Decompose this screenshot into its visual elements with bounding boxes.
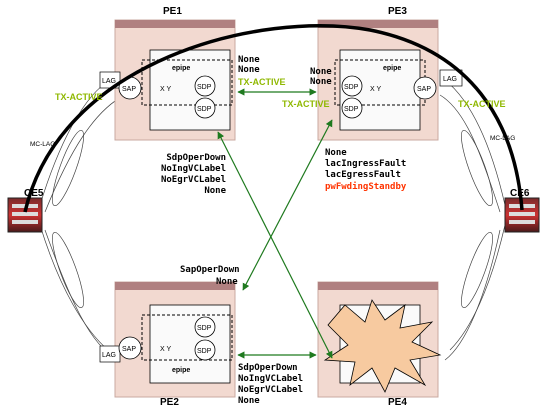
- ce5-title: CE5: [24, 188, 44, 199]
- pe1-bottom-status-2: NoIngVCLabel: [161, 164, 226, 174]
- pe4-title: PE4: [388, 397, 407, 408]
- pe3-sap-label: SAP: [417, 86, 431, 93]
- pe3-bottom-status-standby: pwFwdingStandby: [325, 181, 407, 192]
- mc-lag-right-label: MC-LAG: [490, 135, 515, 142]
- pe1-top-status-2: None: [238, 65, 260, 75]
- tx-active-pe1-left: TX-ACTIVE: [55, 92, 103, 102]
- pe3-sdp-b-label: SDP: [344, 106, 359, 113]
- pe1-lag-label: LAG: [102, 78, 116, 85]
- pe2-service-label: epipe: [172, 367, 190, 374]
- pe1-sap-label: SAP: [122, 86, 136, 93]
- tx-active-pe1-pe3-b: TX-ACTIVE: [282, 99, 330, 109]
- pe3-bottom-status-3: lacEgressFault: [325, 170, 401, 180]
- pe1-title: PE1: [163, 6, 182, 17]
- pe2-sdp-b-label: SDP: [197, 348, 212, 355]
- pe2-top-status-2: None: [216, 277, 238, 287]
- pe1-sdp-a-label: SDP: [197, 84, 212, 91]
- pe3-bottom-status-2: lacIngressFault: [325, 159, 406, 169]
- pe3-service-label: epipe: [383, 65, 401, 72]
- pe1-sdp-b-label: SDP: [197, 106, 212, 113]
- pe2-right-status-4: None: [238, 396, 260, 406]
- tx-active-pe3-right: TX-ACTIVE: [458, 99, 506, 109]
- failure-burst-icon: [323, 299, 442, 393]
- pe2-right-status-3: NoEgrVCLabel: [238, 385, 303, 395]
- pe1-chassis: LAG SAP X Y SDP SDP epipe PE1: [99, 6, 236, 141]
- pe1-service-label: epipe: [172, 65, 190, 72]
- pe1-bottom-status-3: NoEgrVCLabel: [161, 175, 226, 185]
- pe3-bottom-status-1: None: [325, 148, 347, 158]
- tx-active-pe1-pe3-a: TX-ACTIVE: [238, 77, 286, 87]
- pe1-top-status-1: None: [238, 55, 260, 65]
- pe2-xy-label: X Y: [160, 346, 171, 353]
- pe3-xy-label: X Y: [370, 86, 381, 93]
- pe4-chassis: PE4: [317, 281, 442, 408]
- pe1-bottom-status-4: None: [204, 186, 226, 196]
- pe2-right-status-1: SdpOperDown: [238, 363, 298, 373]
- pe2-lag-label: LAG: [102, 352, 116, 359]
- pe3-lag-label: LAG: [443, 76, 457, 83]
- pe1-xy-label: X Y: [160, 86, 171, 93]
- pe3-chassis: LAG SAP X Y SDP SDP epipe PE3: [317, 6, 463, 141]
- pe2-sap-label: SAP: [122, 346, 136, 353]
- pe3-top-status-2: None: [310, 77, 332, 87]
- active-path-arc: [23, 24, 524, 213]
- pe2-chassis: LAG SAP X Y SDP SDP epipe PE2: [99, 281, 236, 408]
- mc-lag-left-label: MC-LAG: [30, 141, 55, 148]
- pseudowire-arrows: [217, 88, 333, 359]
- pe2-right-status-2: NoIngVCLabel: [238, 374, 303, 384]
- pe3-top-status-1: None: [310, 67, 332, 77]
- mc-lag-links: [39, 79, 506, 361]
- pe2-top-status-1: SapOperDown: [180, 265, 240, 275]
- pe3-sdp-a-label: SDP: [344, 84, 359, 91]
- pe2-sdp-a-label: SDP: [197, 325, 212, 332]
- pe1-bottom-status-1: SdpOperDown: [166, 153, 226, 163]
- pe3-title: PE3: [388, 6, 407, 17]
- pe2-title: PE2: [160, 397, 179, 408]
